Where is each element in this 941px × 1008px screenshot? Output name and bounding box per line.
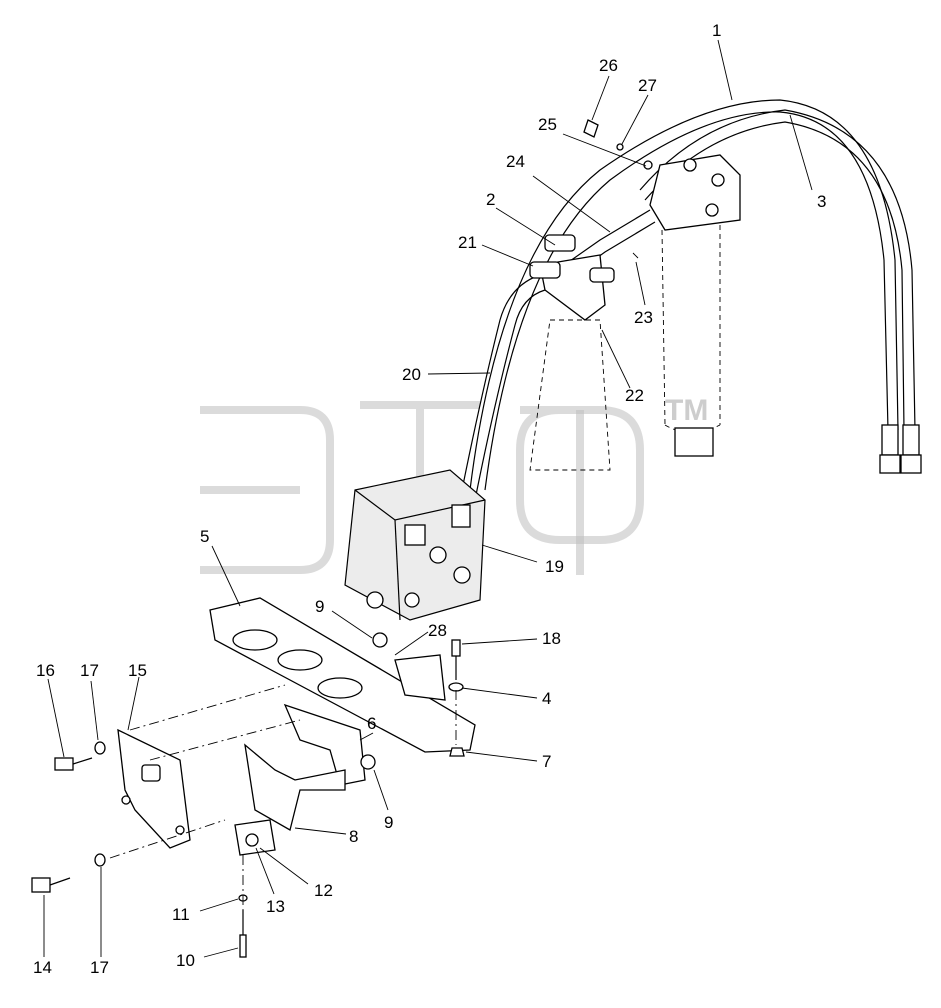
callout-25: 25 bbox=[538, 115, 557, 134]
callout-9-upper: 9 bbox=[315, 597, 324, 616]
callout-23: 23 bbox=[634, 308, 653, 327]
callout-3: 3 bbox=[817, 192, 826, 211]
callout-16: 16 bbox=[36, 661, 55, 680]
filter-housing bbox=[649, 154, 741, 457]
watermark-logo: TM bbox=[200, 394, 708, 575]
bracket-6 bbox=[283, 703, 366, 786]
clamps-21-2 bbox=[529, 234, 615, 283]
callout-10: 10 bbox=[176, 951, 195, 970]
bracket-22 bbox=[529, 254, 611, 471]
hose-3 bbox=[639, 109, 916, 431]
hose-1 bbox=[469, 99, 899, 491]
callout-6: 6 bbox=[367, 714, 376, 733]
callout-14: 14 bbox=[33, 958, 52, 977]
callout-18: 18 bbox=[542, 629, 561, 648]
callout-13: 13 bbox=[266, 897, 285, 916]
valve-block-19 bbox=[344, 469, 486, 621]
small-parts-25-26-27 bbox=[583, 119, 653, 259]
callout-5: 5 bbox=[200, 527, 209, 546]
clamp-block-12-13 bbox=[234, 819, 276, 856]
callout-26: 26 bbox=[599, 56, 618, 75]
callout-17-lower: 17 bbox=[90, 958, 109, 977]
callout-20: 20 bbox=[402, 365, 421, 384]
callout-21: 21 bbox=[458, 233, 477, 252]
callout-1: 1 bbox=[712, 21, 721, 40]
callout-22: 22 bbox=[625, 386, 644, 405]
callout-4: 4 bbox=[542, 689, 551, 708]
callout-24: 24 bbox=[506, 152, 525, 171]
callout-7: 7 bbox=[542, 752, 551, 771]
callout-19: 19 bbox=[545, 557, 564, 576]
callout-15: 15 bbox=[128, 661, 147, 680]
callout-17-upper: 17 bbox=[80, 661, 99, 680]
callout-2: 2 bbox=[486, 190, 495, 209]
callout-11: 11 bbox=[172, 905, 190, 924]
bracket-8 bbox=[244, 743, 346, 831]
callout-28: 28 bbox=[428, 621, 447, 640]
center-lines bbox=[109, 684, 457, 935]
callout-9-lower: 9 bbox=[384, 813, 393, 832]
hose-20 bbox=[459, 274, 546, 501]
leader-lines bbox=[43, 39, 813, 958]
bracket-15 bbox=[117, 728, 191, 849]
callout-8: 8 bbox=[349, 827, 358, 846]
callout-27: 27 bbox=[638, 76, 657, 95]
hose-end-fittings bbox=[879, 424, 922, 474]
plate-5 bbox=[209, 597, 476, 753]
fasteners bbox=[31, 632, 465, 958]
watermark-trademark: TM bbox=[665, 394, 708, 427]
callout-12: 12 bbox=[314, 881, 333, 900]
